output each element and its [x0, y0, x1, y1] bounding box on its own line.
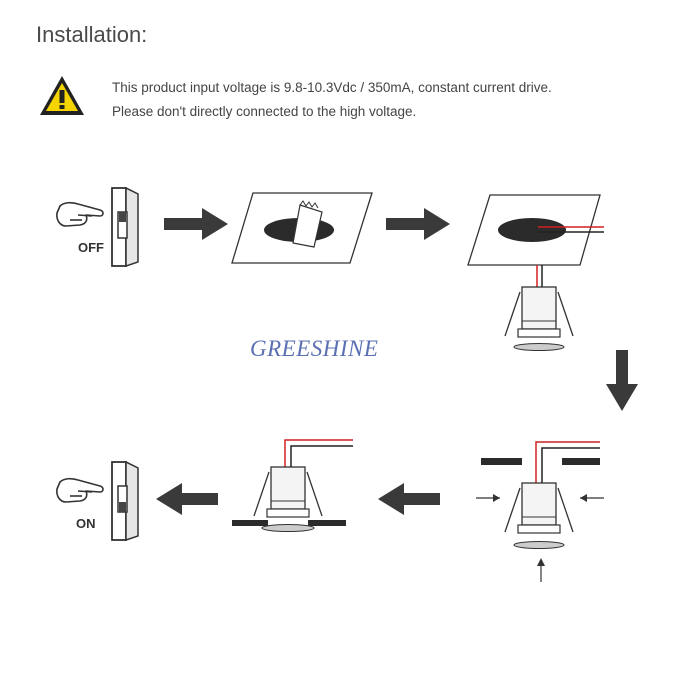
downlight-fixture-icon	[253, 466, 323, 518]
switch-off-step: OFF	[56, 186, 139, 268]
hand-pointer-icon	[56, 201, 104, 227]
warning-triangle-icon	[40, 76, 84, 115]
wire-through-hole-step	[467, 194, 604, 351]
downlight-fixture-icon	[504, 482, 574, 549]
wall-switch-off-icon	[111, 186, 139, 268]
insert-fixture-step	[476, 441, 604, 582]
voltage-warning-text: This product input voltage is 9.8-10.3Vd…	[112, 80, 552, 95]
wall-switch-on-icon	[111, 460, 139, 542]
press-arrow-right-icon	[580, 494, 604, 502]
fixture-installed-step	[232, 439, 353, 532]
switch-off-label: OFF	[78, 240, 104, 255]
switch-on-step: ON	[56, 460, 139, 542]
hand-pointer-icon	[56, 477, 104, 503]
arrow-left-1	[378, 483, 440, 515]
arrow-right-1	[164, 208, 228, 240]
brand-watermark: GREESHINE	[250, 336, 379, 361]
page-title: Installation:	[36, 22, 148, 47]
high-voltage-caution-text: Please don't directly connected to the h…	[112, 104, 417, 119]
hole-saw-icon	[292, 200, 323, 248]
arrow-right-2	[386, 208, 450, 240]
arrow-down	[606, 350, 638, 411]
push-up-arrow-icon	[537, 558, 545, 582]
downlight-fixture-icon	[504, 286, 574, 351]
switch-on-label: ON	[76, 516, 96, 531]
press-arrow-left-icon	[476, 494, 500, 502]
ceiling-cut-hole-step	[231, 192, 373, 264]
arrow-left-2	[156, 483, 218, 515]
